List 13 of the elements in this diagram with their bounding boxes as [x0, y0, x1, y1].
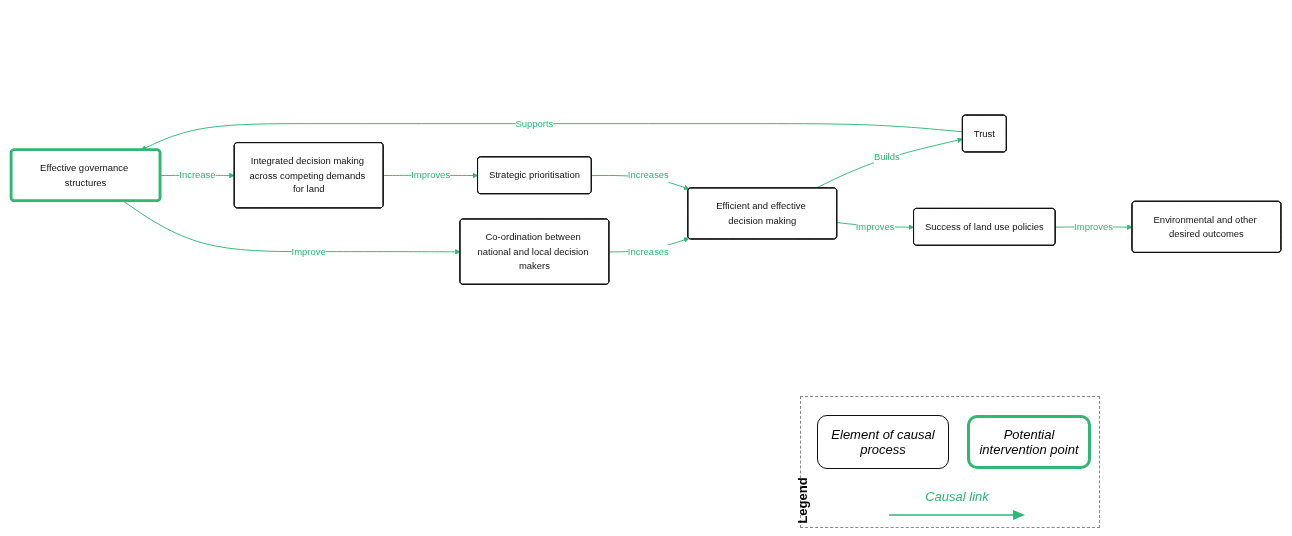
- edge-label: Improves: [411, 169, 451, 181]
- edge-label: Builds: [873, 151, 900, 162]
- edge-label: Improves: [855, 221, 895, 233]
- process-element-sample: Element of causal process: [817, 415, 949, 469]
- edge-label: Improves: [1074, 221, 1114, 233]
- edge-label: Improve: [291, 246, 326, 257]
- intervention-point-sample: Potential intervention point: [967, 415, 1091, 469]
- edge-label: Increases: [627, 246, 669, 257]
- edge-label: Increase: [179, 169, 216, 181]
- edge-label: Supports: [515, 118, 554, 129]
- legend-title: Legend: [794, 477, 810, 524]
- edge-label: Increases: [627, 169, 669, 181]
- legend-text: Causal link: [924, 489, 990, 504]
